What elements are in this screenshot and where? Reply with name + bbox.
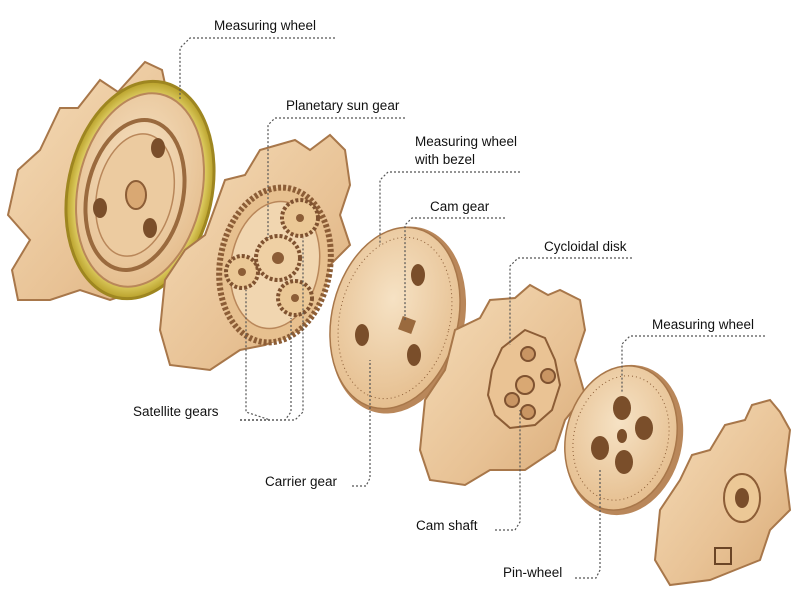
- inner-ring-1: [83, 117, 187, 273]
- label-measuring-wheel-right: Measuring wheel: [652, 317, 755, 332]
- leader-cam-shaft: [495, 410, 521, 531]
- hole-5c: [635, 416, 653, 440]
- leader-satellite-gears-c: [240, 290, 271, 421]
- star-frame-6: [653, 398, 792, 587]
- leader-pin-wheel: [575, 470, 601, 579]
- label-measuring-wheel-top: Measuring wheel: [214, 18, 317, 33]
- hole-3b: [355, 324, 369, 346]
- leader-cycloidal-disk: [509, 257, 632, 345]
- hole-5b: [591, 436, 609, 460]
- label-measuring-wheel-bezel-line1: Measuring wheel: [415, 134, 518, 149]
- hole-1a: [151, 138, 165, 158]
- label-cycloidal-disk: Cycloidal disk: [544, 239, 627, 254]
- leader-lines: [179, 37, 765, 579]
- cam-shaft-hub: [515, 375, 535, 395]
- label-satellite-gears: Satellite gears: [133, 404, 219, 419]
- leader-measuring-wheel-right: [621, 335, 765, 392]
- hole-5e: [617, 429, 627, 443]
- cam-pin-d: [520, 404, 536, 420]
- disk-scale-5: [572, 375, 670, 501]
- measuring-wheel-right-part: [564, 364, 684, 516]
- measuring-wheel-bezel-part: [329, 226, 467, 414]
- label-pin-wheel: Pin-wheel: [503, 565, 563, 580]
- hole-5d: [615, 450, 633, 474]
- leader-carrier-gear: [352, 360, 371, 487]
- planetary-gear-plate: [158, 133, 352, 372]
- pin-wheel-plate: [653, 398, 792, 587]
- measuring-wheel-top-part: [6, 60, 216, 302]
- satellite-hub-a: [296, 214, 304, 222]
- hole-3a: [411, 264, 425, 286]
- hub-1: [125, 180, 147, 210]
- cam-gear-slot: [398, 316, 416, 334]
- hole-1c: [143, 218, 157, 238]
- satellite-hub-b: [238, 268, 246, 276]
- cam-pin-b: [540, 368, 556, 384]
- leader-satellite-gears-b: [240, 318, 292, 421]
- satellite-hub-c: [291, 294, 299, 302]
- sun-gear-hub: [272, 252, 284, 264]
- leader-measuring-wheel-bezel: [379, 171, 520, 245]
- label-cam-shaft: Cam shaft: [416, 518, 478, 533]
- pin-wheel-hole: [735, 488, 749, 508]
- label-carrier-gear: Carrier gear: [265, 474, 338, 489]
- label-measuring-wheel-bezel-line2: with bezel: [415, 152, 476, 167]
- hole-5a: [613, 396, 631, 420]
- hole-3c: [407, 344, 421, 366]
- leader-cam-gear: [404, 217, 505, 322]
- label-cam-gear: Cam gear: [430, 199, 490, 214]
- hole-1b: [93, 198, 107, 218]
- leader-satellite-gears-a: [240, 238, 304, 421]
- leader-measuring-wheel-top: [179, 37, 335, 100]
- disk-scale-3: [337, 236, 453, 400]
- cam-pin-a: [504, 392, 520, 408]
- cycloidal-disk-plate: [418, 283, 587, 487]
- cam-pin-c: [520, 346, 536, 362]
- leader-planetary-sun-gear: [267, 117, 405, 238]
- label-planetary-sun-gear: Planetary sun gear: [286, 98, 400, 113]
- qr-mark: [714, 547, 732, 565]
